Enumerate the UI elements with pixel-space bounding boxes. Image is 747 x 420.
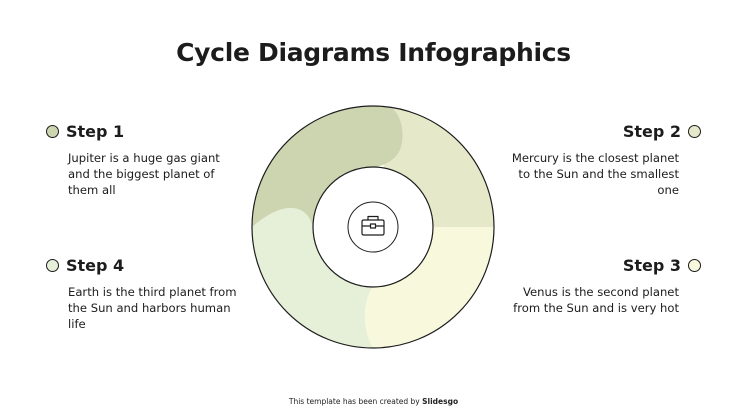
cycle-diagram xyxy=(251,105,495,349)
footer-credit: This template has been created by Slides… xyxy=(0,397,747,406)
step-3-heading: Step 3 xyxy=(623,256,701,275)
briefcase-icon xyxy=(361,215,385,236)
step-2-heading: Step 2 xyxy=(623,122,701,141)
step-2-description: Mercury is the closest planet to the Sun… xyxy=(511,151,679,197)
step-1-heading: Step 1 xyxy=(46,122,124,141)
step-4-heading: Step 4 xyxy=(46,256,124,275)
step-1-description: Jupiter is a huge gas giant and the bigg… xyxy=(68,151,220,197)
step-3-description: Venus is the second planet from the Sun … xyxy=(513,285,679,315)
step-2-label: Step 2 xyxy=(622,122,681,141)
segment-step-2 xyxy=(373,106,494,258)
page-title: Cycle Diagrams Infographics xyxy=(176,38,571,67)
step-4-description: Earth is the third planet from the Sun a… xyxy=(68,285,237,331)
step-1-label: Step 1 xyxy=(66,122,125,141)
outer-ring-border xyxy=(251,105,495,349)
step-1-dot xyxy=(46,125,59,138)
step-4-label: Step 4 xyxy=(66,256,125,275)
segment-step-1 xyxy=(252,106,403,227)
segment-step-3 xyxy=(343,227,494,348)
step-3-dot xyxy=(688,259,701,272)
segment-step-4 xyxy=(252,196,373,348)
step-2-dot xyxy=(688,125,701,138)
step-4-dot xyxy=(46,259,59,272)
step-3-label: Step 3 xyxy=(622,256,681,275)
footer-prefix: This template has been created by xyxy=(288,397,420,406)
footer-brand[interactable]: Slidesgo xyxy=(422,397,459,406)
